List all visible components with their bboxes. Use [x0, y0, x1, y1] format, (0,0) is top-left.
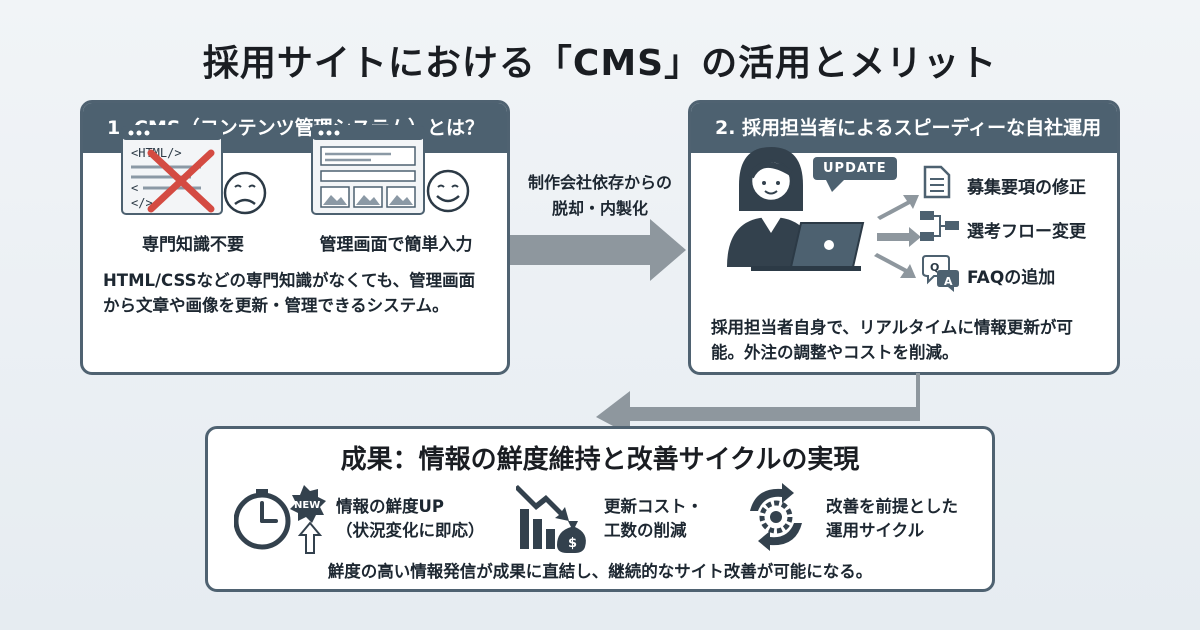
action-edit-job-listing: 募集要項の修正	[967, 178, 1086, 198]
transition-arrow-icon	[510, 219, 686, 281]
result-card: 成果：情報の鮮度維持と改善サイクルの実現 NEW 情報の鮮度UP （状況変化に即…	[205, 426, 995, 592]
flowchart-icon	[920, 211, 959, 241]
svg-text:Q: Q	[930, 261, 939, 274]
svg-text:A: A	[944, 275, 953, 288]
in-house-description-line-2: 能。外注の調整やコストを削減。	[711, 343, 959, 362]
improvement-cycle-icon	[750, 483, 802, 551]
staff-at-laptop-icon	[727, 147, 865, 271]
code-line-2: <	[131, 181, 138, 195]
action-arrows-icon	[874, 195, 921, 278]
result-item-cycle-line-1: 改善を前提とした	[826, 497, 958, 516]
no-expertise-label: 専門知識不要	[142, 235, 244, 255]
new-badge-text: NEW	[294, 500, 320, 511]
easy-input-label: 管理画面で簡単入力	[319, 235, 473, 255]
clock-new-icon: NEW	[234, 485, 326, 554]
dollar-glyph: $	[568, 536, 577, 551]
in-house-operation-card: 2. 採用担当者によるスピーディーな自社運用 UPDATE 募集要項の修正	[688, 100, 1120, 375]
in-house-operation-header: 2. 採用担当者によるスピーディーな自社運用	[691, 103, 1117, 153]
result-item-cost-line-2: 工数の削減	[604, 521, 687, 540]
result-item-freshness: 情報の鮮度UP （状況変化に即応）	[336, 495, 485, 543]
document-icon	[923, 165, 951, 199]
result-item-cycle: 改善を前提とした 運用サイクル	[826, 495, 958, 543]
result-arrow-icon	[596, 373, 920, 435]
speech-bubble-tail-icon	[826, 180, 844, 192]
cms-description-line-2: から文章や画像を更新・管理できるシステム。	[103, 296, 449, 315]
action-add-faq: FAQの追加	[967, 268, 1056, 288]
result-title: 成果：情報の鮮度維持と改善サイクルの実現	[340, 445, 860, 475]
cms-description: HTML/CSSなどの専門知識がなくても、管理画面 から文章や画像を更新・管理で…	[103, 268, 503, 318]
code-window-icon: <HTML/> < </>	[121, 125, 267, 215]
result-item-cost-line-1: 更新コスト・	[604, 497, 703, 516]
code-line-1: <HTML/>	[131, 146, 182, 160]
in-house-description-line-1: 採用担当者自身で、リアルタイムに情報更新が可	[711, 318, 1073, 337]
cost-reduction-icon: $	[516, 485, 586, 553]
result-item-freshness-line-1: 情報の鮮度UP	[336, 497, 444, 516]
result-item-freshness-line-2: （状況変化に即応）	[336, 521, 485, 540]
code-line-3: </>	[131, 196, 153, 210]
insourcing-label-line-1: 制作会社依存からの	[527, 173, 672, 192]
in-house-description: 採用担当者自身で、リアルタイムに情報更新が可 能。外注の調整やコストを削減。	[711, 315, 1111, 365]
result-item-cycle-line-2: 運用サイクル	[826, 521, 925, 540]
result-item-cost: 更新コスト・ 工数の削減	[604, 495, 703, 543]
cms-description-line-1: HTML/CSSなどの専門知識がなくても、管理画面	[103, 271, 476, 290]
cms-definition-card: 1. CMS（コンテンツ管理システム）とは？ <HTML/> < </> 専門知…	[80, 100, 510, 375]
qa-bubbles-icon: Q A	[922, 255, 959, 292]
admin-screen-icon	[311, 125, 470, 215]
result-summary: 鮮度の高い情報発信が成果に直結し、継続的なサイト改善が可能になる。	[327, 562, 873, 581]
action-change-selection-flow: 選考フロー変更	[967, 222, 1086, 242]
insourcing-label: 制作会社依存からの 脱却・内製化	[512, 170, 688, 222]
update-badge: UPDATE	[813, 157, 897, 180]
insourcing-label-line-2: 脱却・内製化	[551, 199, 648, 218]
page-title: 採用サイトにおける「CMS」の活用とメリット	[202, 43, 998, 84]
